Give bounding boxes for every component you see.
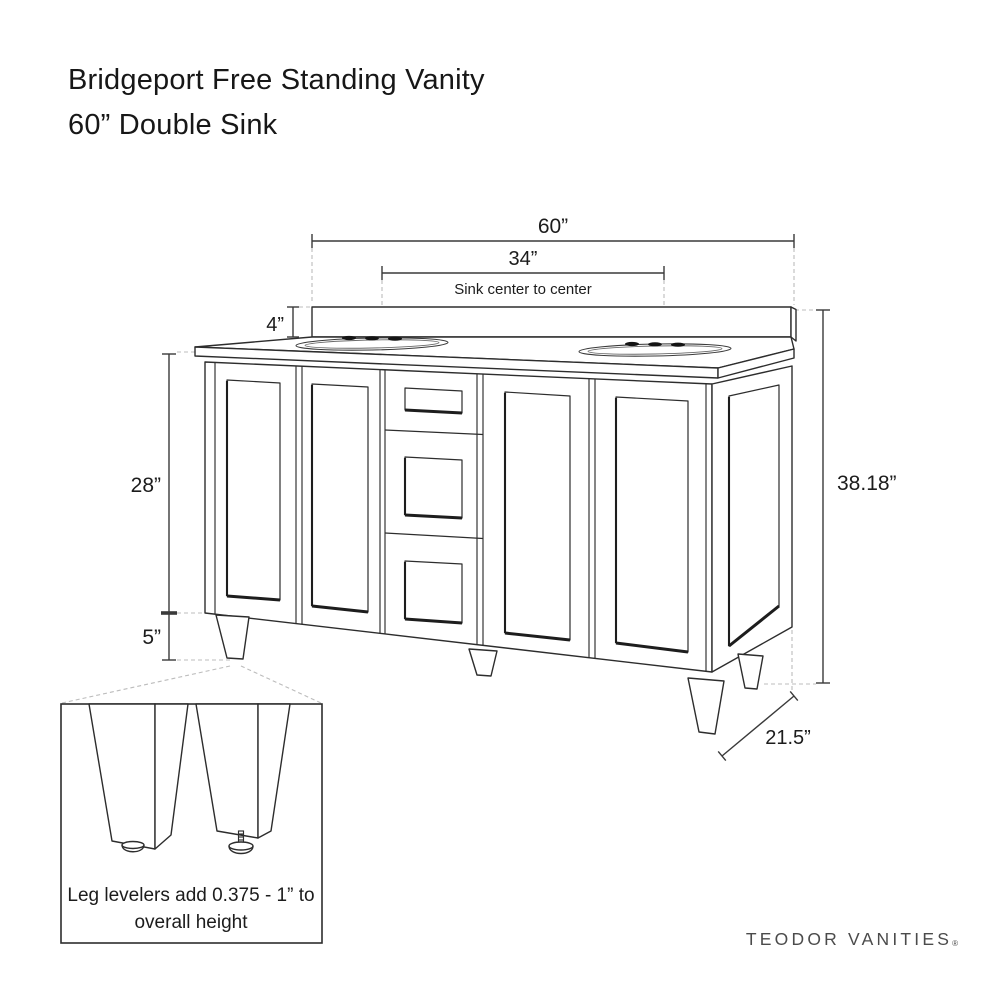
brand-logo-text: TEODOR VANITIES [745,929,953,949]
leg-front-right [687,677,725,735]
cabinet [204,361,793,673]
drawer-top-panel [404,387,463,415]
door-panel-right-1 [503,391,571,642]
inset-caption-line2: overall height [134,912,248,933]
door-panel-left-1 [225,379,281,602]
leg-leveler-inset: Leg levelers add 0.375 - 1” to overall h… [60,703,323,944]
leveler-foot-right [228,841,254,851]
leg-height-label: 5” [142,626,161,649]
brand-logo: TEODOR VANITIES® [746,929,958,950]
overall-height-label: 38.18” [837,472,897,495]
inset-caption-line1: Leg levelers add 0.375 - 1” to [67,885,314,906]
overall-width-label: 60” [538,215,568,238]
product-title: Bridgeport Free Standing Vanity 60” Doub… [68,58,485,148]
side-panel [727,384,780,648]
dim-sink-spacing: 34” Sink center to center [381,248,665,298]
inset-leg-right [195,703,291,855]
face-frame-lines [214,363,707,672]
registered-trademark-icon: ® [952,939,958,948]
leveler-foot-left [121,840,145,850]
dim-overall-width: 60” [311,215,795,248]
sink-spacing-note: Sink center to center [454,281,592,298]
sink-spacing-label: 34” [509,248,538,270]
countertop-side-edge [717,348,795,379]
legs [215,614,764,735]
backsplash-height-label: 4” [266,314,284,336]
dim-cabinet-height: 28” 5” [131,353,177,661]
dim-overall-height: 38.18” [816,309,897,684]
dim-backsplash-height: 4” [266,306,299,338]
depth-label: 21.5” [765,727,811,749]
dim-depth: 21.5” [717,690,811,762]
sink-left-faucet-holes [342,335,402,341]
cabinet-height-label: 28” [131,474,161,497]
leg-front-left [215,614,250,660]
door-panel-left-2 [310,383,369,614]
door-panel-right-2 [614,396,689,654]
product-title-line2: 60” Double Sink [68,109,278,141]
product-title-line1: Bridgeport Free Standing Vanity [68,64,485,96]
leg-front-middle [468,648,498,677]
sink-right [578,343,732,357]
sink-right-faucet-holes [625,341,685,347]
backsplash [311,306,797,342]
drawer-bottom-panel [403,560,463,625]
drawer-dividers [384,429,484,540]
leg-rear-right [737,653,764,690]
inset-leg-left [88,703,189,853]
drawer-middle-panel [403,456,463,520]
extension-guides [61,248,816,704]
